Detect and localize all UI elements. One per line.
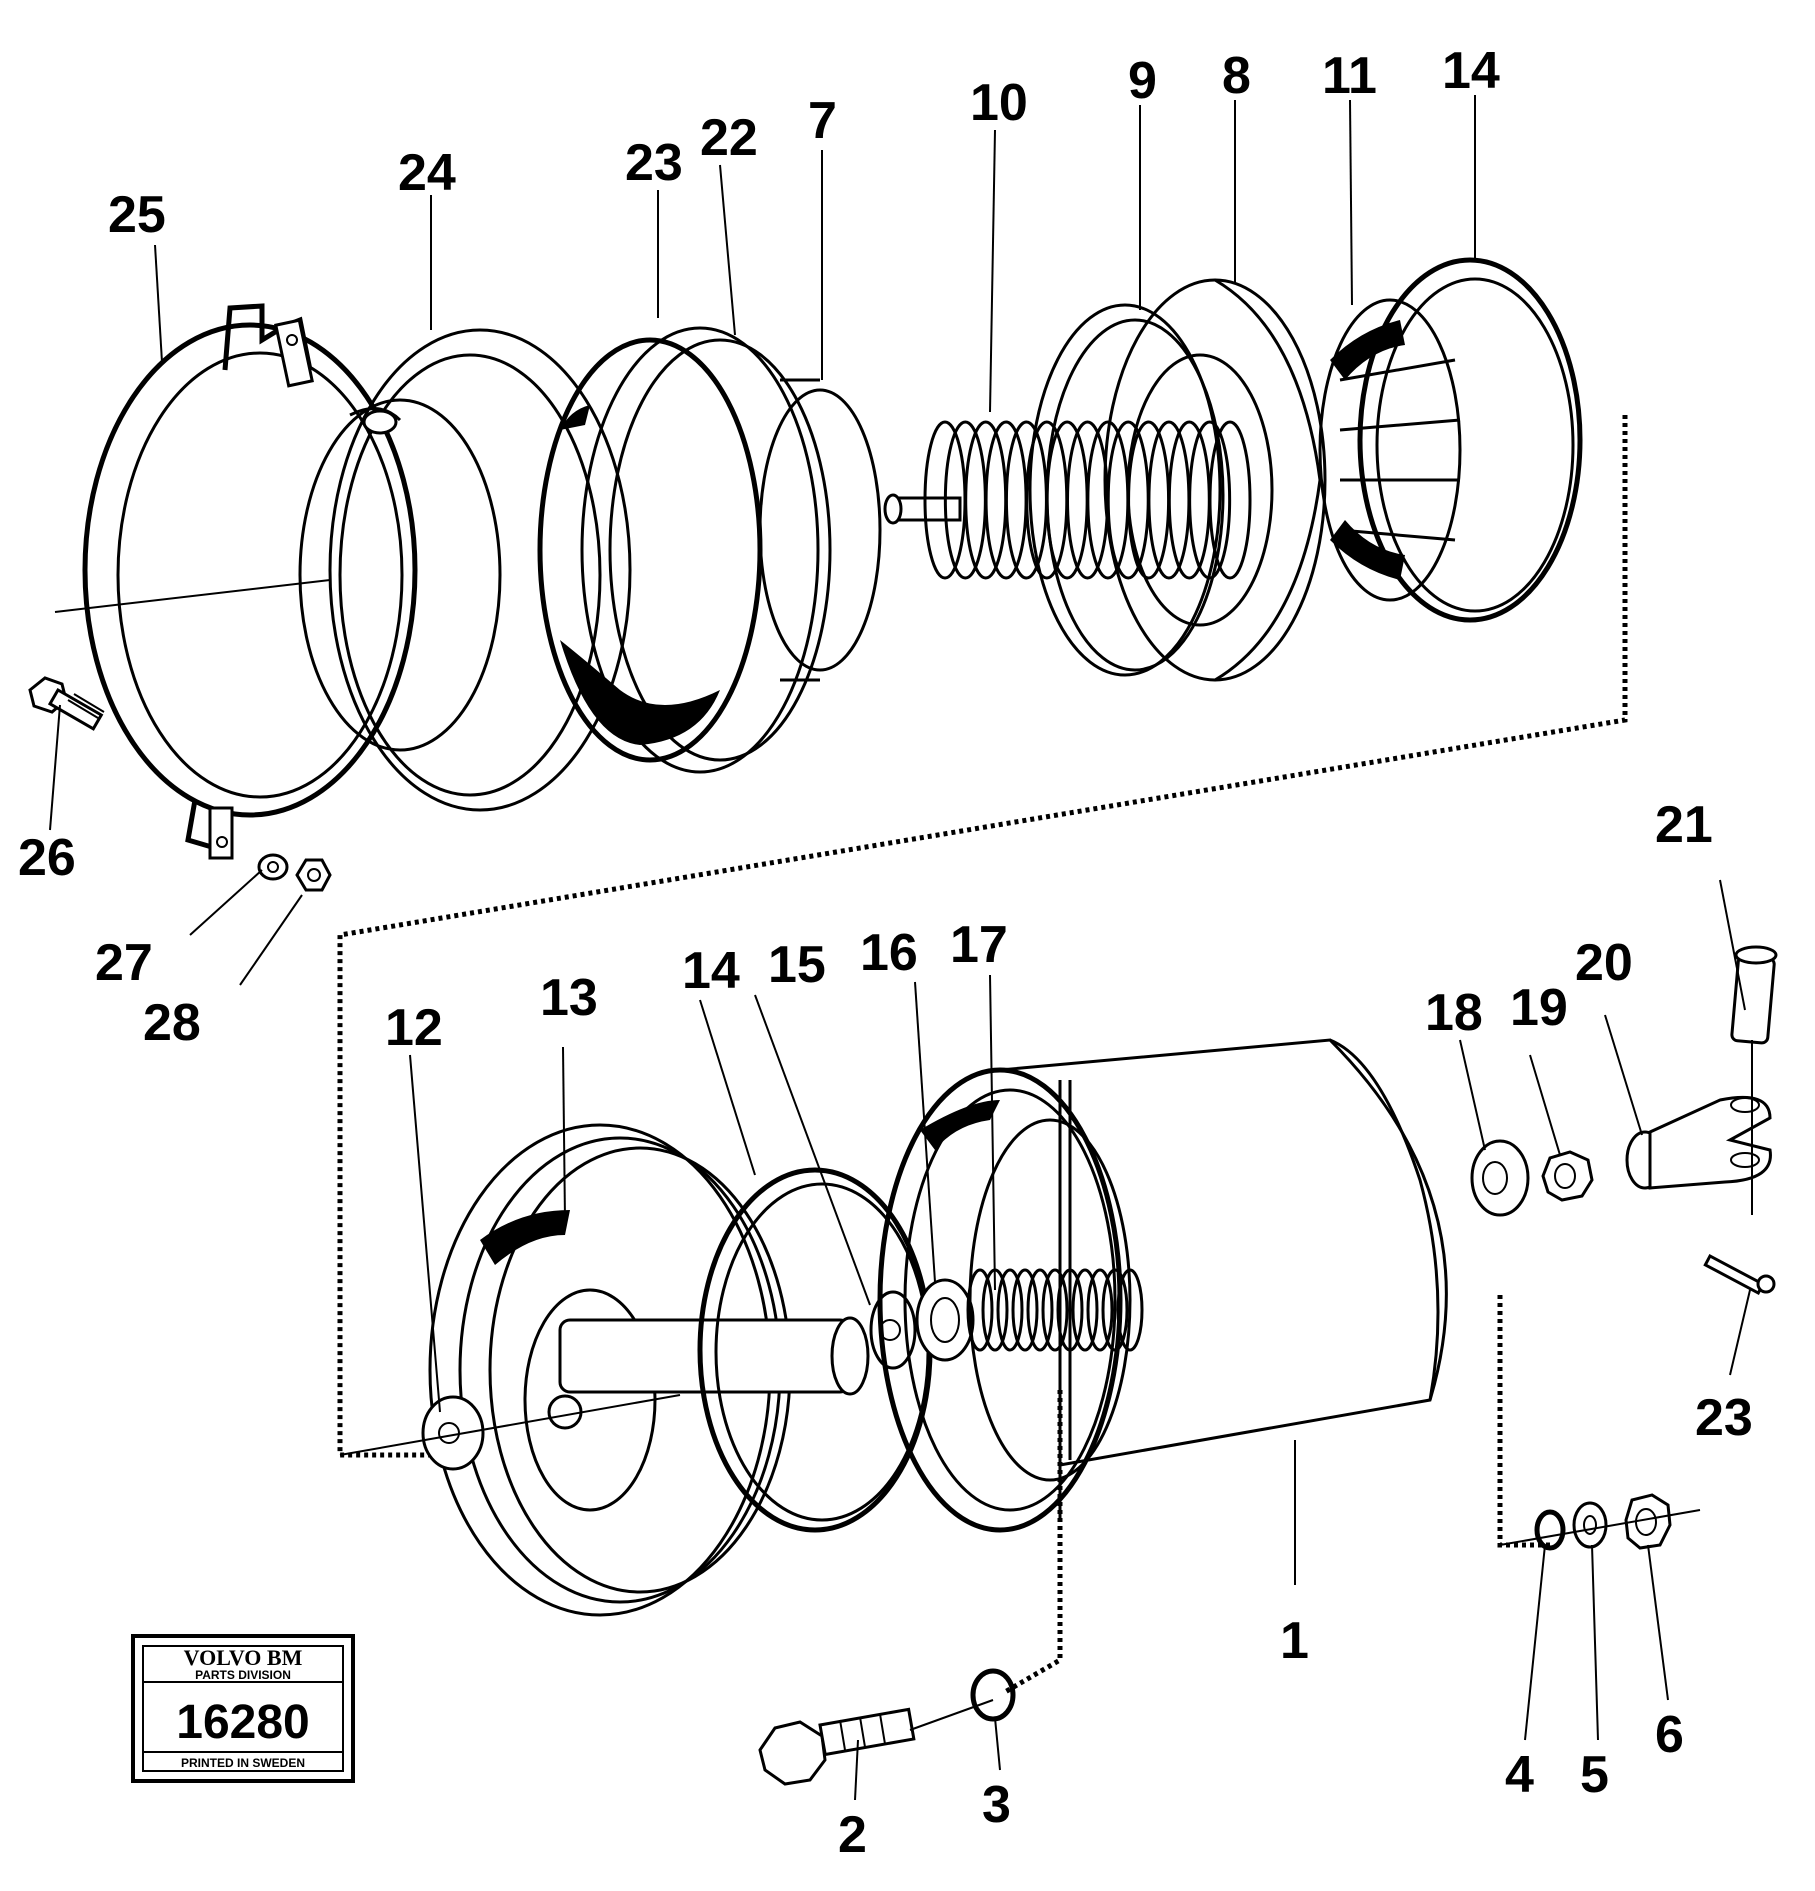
push-rod-7 (758, 378, 962, 682)
assembly-axis (337, 415, 1628, 1458)
spring-coil (1071, 1268, 1099, 1352)
washer-5 (1572, 1501, 1608, 1549)
clevis-20 (1625, 1095, 1772, 1190)
spring-coil (1041, 1268, 1069, 1352)
stamp-printed: PRINTED IN SWEDEN (181, 1756, 305, 1770)
seal-14-upper (1357, 257, 1583, 623)
stamp-number: 16280 (176, 1696, 309, 1749)
callout-14-lower: 14 (682, 942, 740, 1000)
callout-28: 27 (95, 934, 153, 992)
nut-6 (1624, 1493, 1672, 1550)
callout-23: 22 (700, 109, 758, 167)
spring-coil (996, 1268, 1024, 1352)
clamp-band (54, 303, 418, 860)
callout-27: 26 (18, 829, 76, 887)
callout-9: 9 (1128, 52, 1157, 110)
washer-4 (1534, 1509, 1566, 1551)
bolt-27 (28, 676, 105, 731)
washer-28 (257, 853, 289, 881)
nut-29 (295, 858, 332, 892)
lower-assembly (49, 95, 1778, 1801)
callout-11: 11 (1322, 47, 1377, 105)
spring-coil (1026, 1268, 1054, 1352)
parts-division-stamp: VOLVO BM PARTS DIVISION 16280 PRINTED IN… (131, 1634, 355, 1783)
callout-14-upper: 14 (1442, 42, 1500, 100)
piston-11 (1318, 298, 1462, 602)
bolt-2 (758, 1707, 916, 1786)
spring-10 (923, 420, 1252, 580)
pin-21 (1730, 945, 1778, 1215)
callout-22: 23 (1695, 1389, 1753, 1447)
callout-8: 8 (1222, 47, 1251, 105)
stamp-division: PARTS DIVISION (195, 1668, 291, 1682)
spring-coil (966, 1268, 994, 1352)
end-cover-25 (298, 328, 632, 812)
callout-26: 25 (108, 186, 166, 244)
callout-10: 10 (970, 74, 1028, 132)
callout-24: 23 (625, 134, 683, 192)
callout-15: 15 (768, 936, 826, 994)
callout-2: 2 (838, 1806, 867, 1864)
callout-12: 12 (385, 999, 443, 1057)
callout-18: 18 (1425, 984, 1483, 1042)
callout-17: 17 (950, 916, 1008, 974)
callout-20: 20 (1575, 934, 1633, 992)
washer-18 (1470, 1139, 1530, 1217)
callout-labels: 25 24 23 22 7 10 9 8 11 14 26 27 28 12 1… (18, 42, 1753, 1864)
callout-1: 1 (1280, 1612, 1309, 1670)
callout-25: 24 (398, 144, 456, 202)
nut-19 (1541, 1150, 1594, 1202)
callout-4: 4 (1505, 1746, 1534, 1804)
diaphragm-24-23 (537, 326, 832, 774)
spring-coil (1208, 420, 1252, 580)
washer-16 (915, 1278, 975, 1362)
callout-21: 21 (1655, 796, 1713, 854)
piston-13 (428, 1123, 870, 1617)
ring-9 (1028, 303, 1222, 677)
callout-16: 16 (860, 924, 918, 982)
callout-3: 3 (982, 1776, 1011, 1834)
stamp-brand: VOLVO BM (184, 1645, 303, 1670)
callout-7: 7 (808, 92, 837, 150)
upper-assembly (28, 257, 1628, 1458)
leader-lines (49, 95, 1751, 1801)
spring-coil (1011, 1268, 1039, 1352)
cylinder-1 (877, 1038, 1448, 1533)
washer-3 (970, 1668, 1016, 1722)
cotter-pin-22 (1703, 1253, 1776, 1296)
callout-29: 28 (143, 994, 201, 1052)
callout-13: 13 (540, 969, 598, 1027)
callout-5: 5 (1580, 1746, 1609, 1804)
callout-19: 19 (1510, 979, 1568, 1037)
spring-coil (1086, 1268, 1114, 1352)
retainer-8 (1103, 278, 1327, 682)
washer-12 (421, 1395, 485, 1471)
callout-6: 6 (1655, 1706, 1684, 1764)
